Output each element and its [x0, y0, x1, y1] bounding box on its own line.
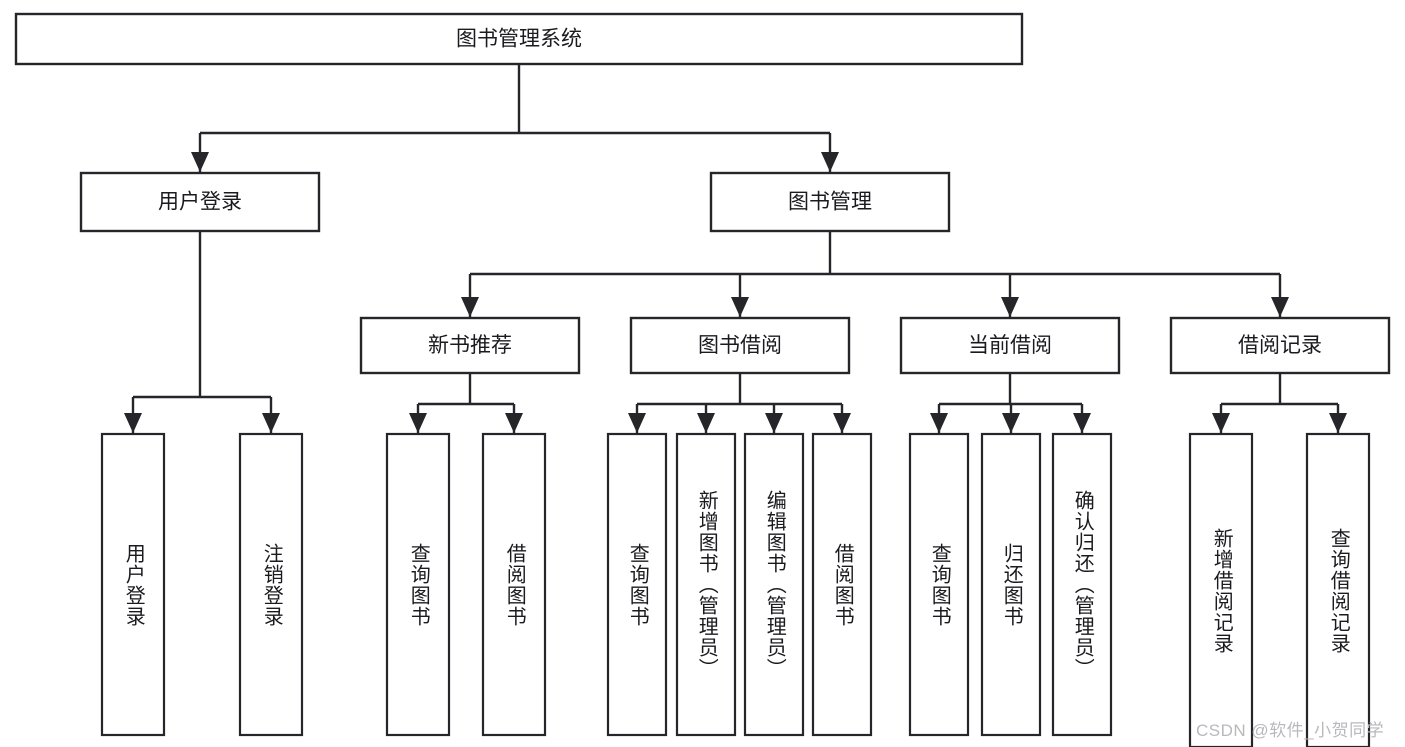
node-box-new-book-rec[interactable] [359, 316, 581, 375]
arrowhead-icon [1329, 413, 1347, 433]
arrowhead-icon [1271, 297, 1289, 317]
node-label-root: 图书管理系统 [456, 28, 582, 51]
arrowhead-icon [930, 413, 948, 433]
node-book-borrow[interactable]: 图书借阅 [629, 316, 851, 375]
node-leaf-borrow-book-rec[interactable] [481, 432, 547, 737]
arrowhead-icon [731, 297, 749, 317]
node-label-new-book-rec: 新书推荐 [428, 334, 512, 357]
arrowhead-icon [124, 413, 142, 433]
node-box-leaf-query-book-borrow[interactable] [606, 432, 668, 737]
arrowhead-icon [1212, 413, 1230, 433]
arrowhead-icon [697, 413, 715, 433]
node-label-user-login: 用户登录 [158, 191, 242, 214]
csdn-watermark: CSDN @软件_小贺同学 [1196, 721, 1385, 740]
node-box-leaf-add-borrow-record[interactable] [1188, 432, 1254, 747]
node-new-book-rec[interactable]: 新书推荐 [359, 316, 581, 375]
node-box-user-login[interactable] [79, 171, 321, 233]
node-leaf-user-login[interactable] [100, 432, 166, 737]
node-leaf-query-borrow-record[interactable] [1305, 432, 1371, 747]
node-box-leaf-add-book-admin[interactable] [675, 432, 737, 737]
node-box-current-borrow[interactable] [899, 316, 1121, 375]
node-leaf-return-book[interactable] [980, 432, 1042, 737]
arrowhead-icon [1001, 297, 1019, 317]
node-leaf-query-book-rec[interactable] [385, 432, 451, 737]
node-box-book-borrow[interactable] [629, 316, 851, 375]
node-box-book-manage[interactable] [709, 171, 951, 233]
arrowhead-icon [262, 413, 280, 433]
arrowhead-icon [833, 413, 851, 433]
node-leaf-add-borrow-record[interactable] [1188, 432, 1254, 747]
node-leaf-query-book-borrow[interactable] [606, 432, 668, 737]
node-box-leaf-query-borrow-record[interactable] [1305, 432, 1371, 747]
node-leaf-add-book-admin[interactable] [675, 432, 737, 737]
node-box-borrow-record[interactable] [1169, 316, 1391, 375]
node-box-leaf-query-book-cur[interactable] [908, 432, 970, 737]
node-box-leaf-confirm-return-admin[interactable] [1051, 432, 1113, 737]
node-leaf-user-logout[interactable] [238, 432, 304, 737]
node-leaf-confirm-return-admin[interactable] [1051, 432, 1113, 737]
node-box-leaf-user-login[interactable] [100, 432, 166, 737]
node-box-leaf-borrow-book[interactable] [811, 432, 873, 737]
arrowhead-icon [765, 413, 783, 433]
node-root[interactable]: 图书管理系统 [14, 12, 1024, 66]
node-label-book-manage: 图书管理 [788, 191, 872, 214]
arrowhead-icon [409, 413, 427, 433]
node-leaf-query-book-cur[interactable] [908, 432, 970, 737]
arrowhead-icon [1073, 413, 1091, 433]
connector-edges-layer [124, 64, 1347, 433]
node-box-leaf-edit-book-admin[interactable] [743, 432, 805, 737]
node-user-login[interactable]: 用户登录 [79, 171, 321, 233]
arrowhead-icon [821, 152, 839, 172]
node-label-book-borrow: 图书借阅 [698, 334, 782, 357]
node-current-borrow[interactable]: 当前借阅 [899, 316, 1121, 375]
arrowhead-icon [628, 413, 646, 433]
node-box-root[interactable] [14, 12, 1024, 66]
node-label-current-borrow: 当前借阅 [968, 334, 1052, 357]
arrowhead-icon [1002, 413, 1020, 433]
node-box-leaf-query-book-rec[interactable] [385, 432, 451, 737]
arrowhead-icon [505, 413, 523, 433]
node-borrow-record[interactable]: 借阅记录 [1169, 316, 1391, 375]
node-box-leaf-user-logout[interactable] [238, 432, 304, 737]
node-book-manage[interactable]: 图书管理 [709, 171, 951, 233]
node-leaf-edit-book-admin[interactable] [743, 432, 805, 737]
node-box-leaf-borrow-book-rec[interactable] [481, 432, 547, 737]
node-label-borrow-record: 借阅记录 [1238, 334, 1322, 357]
arrowhead-icon [191, 152, 209, 172]
arrowhead-icon [461, 297, 479, 317]
node-leaf-borrow-book[interactable] [811, 432, 873, 737]
node-box-leaf-return-book[interactable] [980, 432, 1042, 737]
